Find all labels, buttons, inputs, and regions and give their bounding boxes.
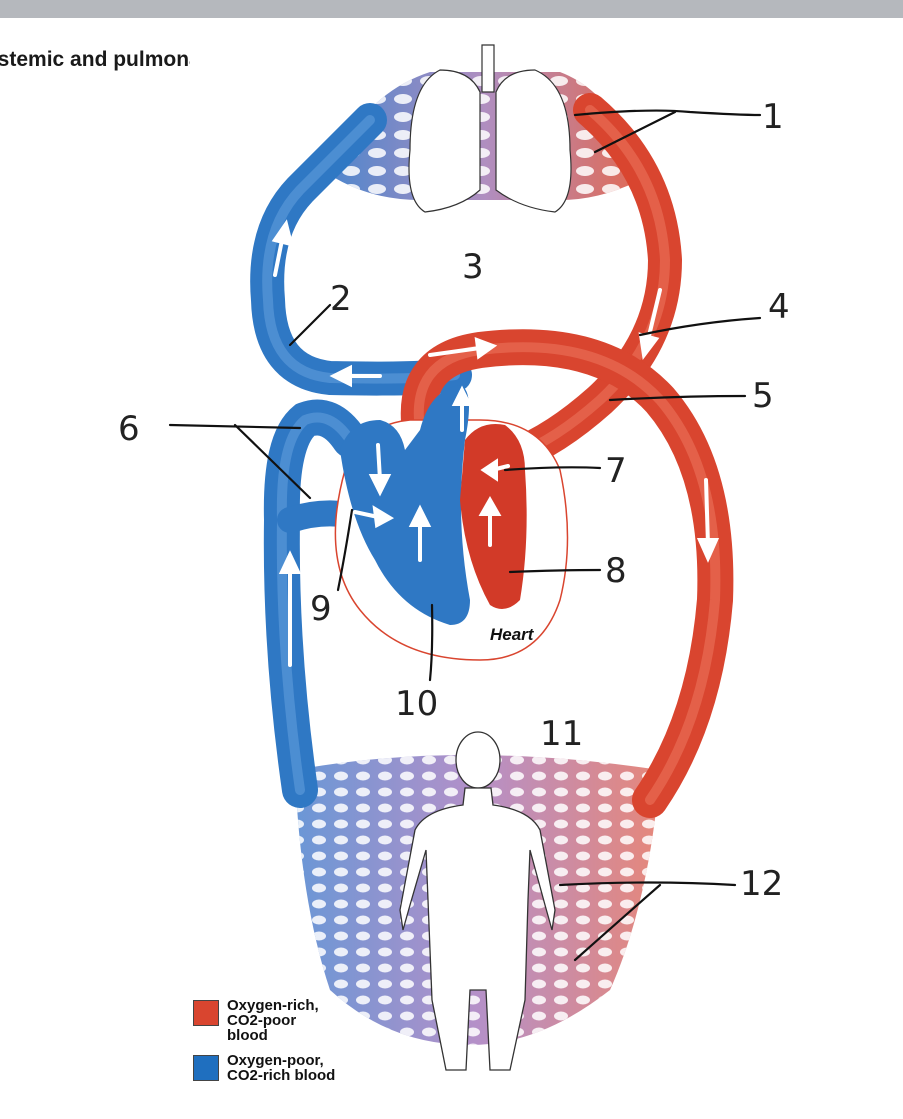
legend-swatch-oxygen-rich <box>193 1000 219 1026</box>
legend-oxygen-rich-line1: Oxygen-rich, <box>227 997 319 1014</box>
label-9: 9 <box>310 589 332 629</box>
label-8: 8 <box>605 551 627 591</box>
legend-swatch-oxygen-poor <box>193 1055 219 1081</box>
label-4: 4 <box>768 287 790 327</box>
leader-lines <box>168 109 762 962</box>
number-labels: 1 2 3 4 5 6 7 8 9 10 11 12 Heart <box>118 97 790 904</box>
heart-label: Heart <box>490 625 535 644</box>
label-10: 10 <box>395 684 438 724</box>
legend-oxygen-rich-line2: CO2-poor <box>227 1012 297 1029</box>
heart <box>334 385 569 661</box>
legend-item-oxygen-poor: Oxygen-poor, CO2-rich blood <box>227 1053 335 1083</box>
right-heart <box>340 385 470 625</box>
label-2: 2 <box>330 279 352 319</box>
human-figure <box>399 731 556 1071</box>
legend-oxygen-poor-line1: Oxygen-poor, <box>227 1052 324 1069</box>
page-title: Systemic and pulmonary circulation <box>0 48 190 72</box>
label-6: 6 <box>118 409 140 449</box>
flow-arrows <box>271 219 720 667</box>
lungs-illustration <box>408 44 572 213</box>
label-3: 3 <box>462 247 484 287</box>
pulmonary-vein <box>498 93 683 472</box>
top-bar <box>0 0 903 18</box>
label-12: 12 <box>740 864 783 904</box>
legend-oxygen-poor-line2: CO2-rich blood <box>227 1067 336 1084</box>
page-title-text: Systemic and pulmonary circulation <box>0 48 190 71</box>
aorta <box>400 329 734 818</box>
legend-item-oxygen-rich: Oxygen-rich, CO2-poor blood <box>227 998 319 1043</box>
label-1: 1 <box>762 97 784 137</box>
label-11: 11 <box>540 714 583 754</box>
label-7: 7 <box>605 451 627 491</box>
label-5: 5 <box>752 376 774 416</box>
legend-oxygen-rich-line3: blood <box>227 1027 268 1044</box>
pulmonary-artery <box>250 103 472 396</box>
